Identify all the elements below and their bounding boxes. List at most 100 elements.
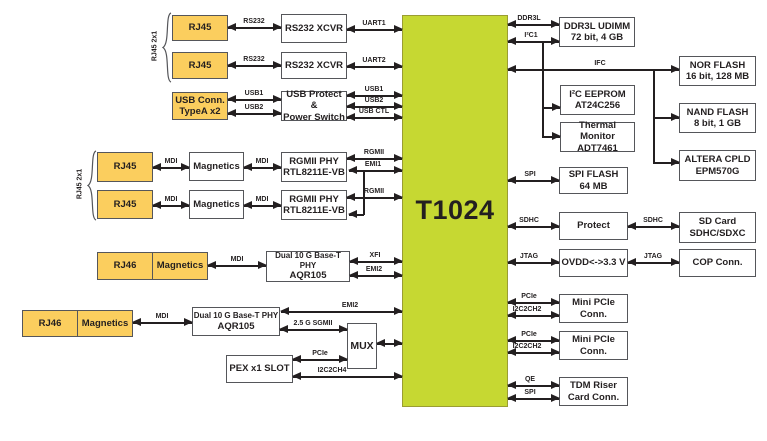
wire-rs232-1 xyxy=(227,24,282,31)
wire-sdhc-2 xyxy=(627,223,680,230)
wire-label-spi-1: SPI xyxy=(524,171,536,178)
wire-mdi-5 xyxy=(207,262,267,269)
box-tdm-riser: TDM Riser Card Conn. xyxy=(559,377,628,406)
box-mux: MUX xyxy=(347,323,377,369)
wire-mdi-4 xyxy=(243,202,282,209)
wire-uart1 xyxy=(346,26,403,33)
box-rj45-4: RJ45 xyxy=(97,190,153,219)
wire-mdi-6 xyxy=(132,319,193,326)
wire-mdi-2 xyxy=(243,164,282,171)
box-label: RJ45 xyxy=(113,161,137,173)
wire-label-sdhc-2: SDHC xyxy=(643,217,663,224)
wire-label-xfi: XFI xyxy=(369,252,381,259)
wire-mux-to-cpu xyxy=(376,340,403,347)
box-label: Dual 10 G Base-T PHY xyxy=(275,251,341,270)
wire-label-i2c2ch4: I2C2CH4 xyxy=(317,367,347,374)
wire-label-mdi-4: MDI xyxy=(255,196,269,203)
box-label: Card Conn. xyxy=(567,391,620,403)
box-nor-flash: NOR FLASH 16 bit, 128 MB xyxy=(679,56,756,86)
box-label: ADT7461 xyxy=(577,142,618,154)
wire-xfi xyxy=(349,258,403,265)
group-label-rj45-2x1-top: RJ45 2x1 xyxy=(151,30,159,62)
wire-label-emi2-1: EMI2 xyxy=(365,266,383,273)
wire-label-rs232-2: RS232 xyxy=(243,56,265,63)
box-usb-protect: USB Protect & Power Switch xyxy=(281,89,347,123)
box-label: Mini PCIe xyxy=(572,297,615,309)
wire-i2c1-branch-vertical xyxy=(542,41,544,137)
box-label-magnetics: Magnetics xyxy=(156,260,204,272)
wire-i2c2ch2-1 xyxy=(507,312,560,319)
wire-25g-sgmii xyxy=(279,326,348,333)
box-label: I²C EEPROM xyxy=(569,88,626,100)
box-label: SDHC/SDXC xyxy=(689,227,746,239)
wire-label-ifc: IFC xyxy=(594,60,606,67)
box-spi-flash: SPI FLASH 64 MB xyxy=(559,167,628,194)
wire-label-uart1: UART1 xyxy=(362,20,386,27)
wire-label-i2c2ch2-2: I2C2CH2 xyxy=(512,343,542,350)
wire-emi1-branch-vertical xyxy=(363,170,365,215)
wire-emi2-2 xyxy=(280,308,403,315)
wire-i2c1 xyxy=(507,38,560,45)
wire-i2c2ch4 xyxy=(292,373,403,380)
wire-label-pcie-2: PCIe xyxy=(521,331,537,338)
box-aqr105-1: Dual 10 G Base-T PHY AQR105 xyxy=(266,251,350,282)
wire-ifc xyxy=(507,66,680,73)
box-label: RGMII PHY xyxy=(289,155,339,167)
wire-label-jtag-2: JTAG xyxy=(643,253,663,260)
box-rs232-xcvr-1: RS232 XCVR xyxy=(281,14,347,43)
box-mini-pcie-1: Mini PCIe Conn. xyxy=(559,294,628,323)
box-label: Magnetics xyxy=(193,198,240,210)
box-label: Protect xyxy=(577,220,610,232)
box-rj46-magnetics-1: RJ46 Magnetics xyxy=(97,252,208,280)
box-label: SPI FLASH xyxy=(568,169,619,181)
wire-ifc-branch-vertical xyxy=(653,69,655,163)
box-label: Power Switch xyxy=(283,111,345,123)
box-rgmii-phy-1: RGMII PHY RTL8211E-VB xyxy=(281,152,347,182)
box-label: 64 MB xyxy=(579,180,608,192)
wire-rgmii-2 xyxy=(346,194,403,201)
box-altera-cpld: ALTERA CPLD EPM570G xyxy=(679,150,756,181)
box-label: Dual 10 G Base-T PHY xyxy=(193,311,279,321)
wire-label-sdhc-1: SDHC xyxy=(519,217,539,224)
wire-uart2 xyxy=(346,63,403,70)
wire-rs232-2 xyxy=(227,62,282,69)
wire-usb1-left xyxy=(227,96,282,103)
box-rgmii-phy-2: RGMII PHY RTL8211E-VB xyxy=(281,190,347,220)
box-label: TypeA x2 xyxy=(179,106,221,117)
box-label: AQR105 xyxy=(217,320,255,332)
box-label: 72 bit, 4 GB xyxy=(570,32,624,43)
wire-usb-ctl xyxy=(346,114,403,121)
box-rj45-3: RJ45 xyxy=(97,152,153,182)
box-ovdd-level-shift: OVDD<->3.3 V xyxy=(559,249,628,277)
brace-rj45-group-top xyxy=(162,12,172,83)
wire-label-25g-sgmii: 2.5 G SGMII xyxy=(293,320,333,327)
wire-rgmii-1 xyxy=(346,155,403,162)
box-label: 8 bit, 1 GB xyxy=(694,118,741,129)
wire-pcie-1 xyxy=(507,299,560,306)
box-label: Mini PCIe xyxy=(572,334,615,346)
wire-label-i2c1: I²C1 xyxy=(524,32,538,39)
box-label: RS232 XCVR xyxy=(284,22,344,34)
box-label: Conn. xyxy=(580,345,607,357)
box-ddr3l-udimm: DDR3L UDIMM 72 bit, 4 GB xyxy=(559,17,635,47)
wire-label-rgmii-1: RGMII xyxy=(363,149,385,156)
wire-ifc-to-nand xyxy=(653,114,680,121)
wire-label-rgmii-2: RGMII xyxy=(363,188,385,195)
box-magnetics-1: Magnetics xyxy=(189,152,244,181)
wire-label-ddr3l: DDR3L xyxy=(517,15,541,22)
wire-sdhc-1 xyxy=(507,223,560,230)
wire-label-qe: QE xyxy=(524,376,536,383)
wire-ifc-to-cpld xyxy=(653,159,680,166)
wire-i2c2ch2-2 xyxy=(507,349,560,356)
wire-label-mdi-6: MDI xyxy=(155,313,169,320)
box-label: USB Conn. xyxy=(175,94,225,106)
box-sd-card: SD Card SDHC/SDXC xyxy=(679,212,756,243)
wire-i2c1-to-eeprom xyxy=(542,104,561,111)
group-label-rj45-2x1-mid: RJ45 2x1 xyxy=(76,168,84,200)
wire-qe xyxy=(507,382,560,389)
box-label: SD Card xyxy=(698,216,737,228)
wire-mdi-1 xyxy=(152,164,190,171)
wire-label-i2c2ch2-1: I2C2CH2 xyxy=(512,306,542,313)
box-rj46-magnetics-2: RJ46 Magnetics xyxy=(22,310,133,337)
